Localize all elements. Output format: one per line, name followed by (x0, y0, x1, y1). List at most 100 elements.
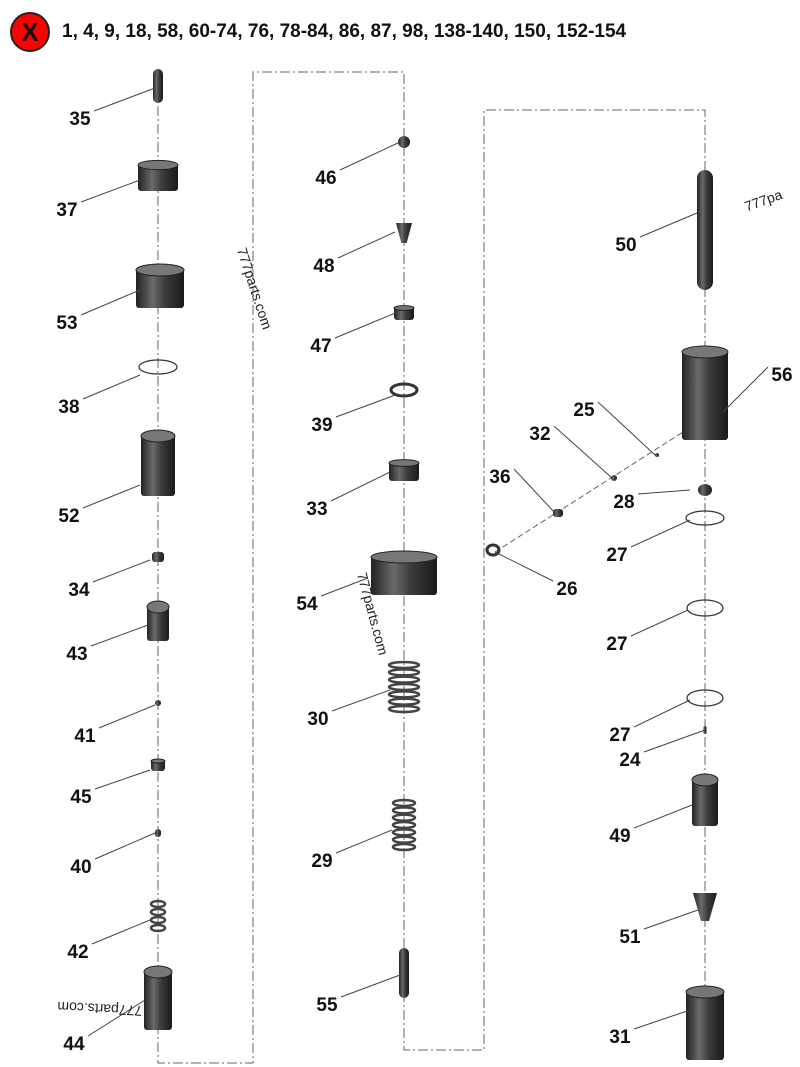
leader-line (334, 311, 399, 339)
leader-line (643, 729, 706, 753)
part-number-label: 48 (313, 256, 334, 277)
star-washer-part (150, 758, 166, 771)
snap-ring-part (138, 359, 178, 375)
leader-line (91, 919, 151, 945)
part-number-label: 32 (529, 424, 550, 445)
small-ring-part (152, 552, 164, 562)
watermark: 777pa (742, 186, 784, 214)
leader-line (335, 393, 399, 418)
leader-line (82, 484, 141, 509)
leader-line (335, 829, 393, 854)
leader-line (337, 231, 396, 259)
leader-line (320, 577, 369, 597)
pin-part (399, 948, 409, 998)
leader-line (597, 401, 656, 456)
large-spring-part (387, 660, 421, 714)
part-number-label: 27 (606, 634, 627, 655)
o-ring-part (686, 689, 724, 707)
small-spring-part (155, 829, 161, 837)
leader-lines (80, 87, 769, 1037)
part-number-label: 36 (489, 467, 510, 488)
watermark: 777parts.com (57, 999, 143, 1019)
leader-line (87, 999, 146, 1037)
cam-disc-part (137, 159, 179, 191)
part-number-label: 43 (66, 644, 87, 665)
part-number-label: 56 (771, 365, 792, 386)
part-number-label: 28 (613, 492, 634, 513)
plunger-housing-part (681, 345, 729, 440)
part-number-label: 53 (56, 313, 77, 334)
part-number-label: 24 (619, 750, 641, 771)
leader-line (90, 624, 149, 647)
leader-line (722, 366, 769, 413)
part-number-label: 39 (311, 415, 332, 436)
spring-clip-part (485, 543, 501, 557)
flange-bracket-part (370, 550, 438, 595)
red-circle-x-icon: X (10, 12, 50, 52)
excluded-parts-list: 1, 4, 9, 18, 58, 60-74, 76, 78-84, 86, 8… (62, 21, 627, 42)
seat-ring-part (388, 459, 420, 481)
part-number-label: 35 (69, 109, 91, 130)
part-number-label: 49 (609, 826, 630, 847)
part-labels: 3537533852344341454042444648473933543029… (56, 109, 792, 1055)
leader-line (339, 141, 401, 171)
part-number-label: 47 (310, 336, 331, 357)
sleeve-part (140, 429, 176, 496)
part-number-label: 27 (606, 545, 627, 566)
part-number-label: 50 (615, 235, 636, 256)
leader-line (94, 832, 156, 860)
leader-line (553, 425, 613, 479)
leader-line (94, 769, 151, 790)
part-number-label: 38 (58, 397, 79, 418)
x-letter: X (21, 16, 39, 47)
leader-line (93, 87, 156, 112)
part-number-label: 37 (56, 200, 77, 221)
leader-line (513, 468, 556, 514)
part-number-label: 52 (58, 506, 79, 527)
part-number-label: 44 (63, 1034, 85, 1055)
spring-part (391, 798, 417, 852)
part-number-label: 27 (609, 725, 630, 746)
part-number-label: 55 (316, 995, 338, 1016)
valve-body-part (143, 965, 173, 1030)
leader-line (630, 519, 691, 548)
parts-layer (135, 69, 729, 1060)
ball-part (155, 700, 161, 706)
plug-part (553, 509, 563, 517)
part-number-label: 30 (307, 709, 328, 730)
leader-line (80, 289, 141, 316)
small-ball-part (655, 453, 659, 457)
o-ring-part (685, 510, 725, 526)
nozzle-body-part (685, 985, 725, 1060)
part-number-label: 34 (68, 580, 90, 601)
part-number-label: 41 (74, 726, 96, 747)
part-number-label: 46 (315, 168, 336, 189)
nozzle-tip-part (693, 893, 717, 921)
part-number-label: 42 (67, 942, 88, 963)
leader-line (633, 1009, 691, 1030)
leader-line (92, 559, 151, 583)
excluded-parts-header: X 1, 4, 9, 18, 58, 60-74, 76, 78-84, 86,… (10, 12, 626, 52)
part-number-label: 45 (70, 787, 92, 808)
part-number-label: 26 (556, 579, 577, 600)
circlip-part (389, 382, 419, 398)
cone-seat-part (396, 223, 412, 243)
dowel-pins-part (698, 484, 712, 496)
leader-line (494, 551, 554, 582)
part-number-label: 29 (311, 851, 332, 872)
leader-line (639, 212, 698, 238)
part-number-label: 25 (573, 400, 595, 421)
leader-line (80, 179, 141, 203)
valve-seat-part (146, 600, 170, 641)
leader-line (643, 909, 699, 930)
leader-line (82, 374, 141, 400)
part-number-label: 33 (306, 499, 327, 520)
ball-stud-part (153, 69, 163, 103)
part-number-label: 54 (296, 594, 318, 615)
leader-line (340, 974, 401, 998)
watermark: 777parts.com (234, 246, 275, 332)
o-ring-part (686, 599, 724, 617)
ball-part (611, 475, 617, 481)
part-number-label: 51 (619, 927, 641, 948)
